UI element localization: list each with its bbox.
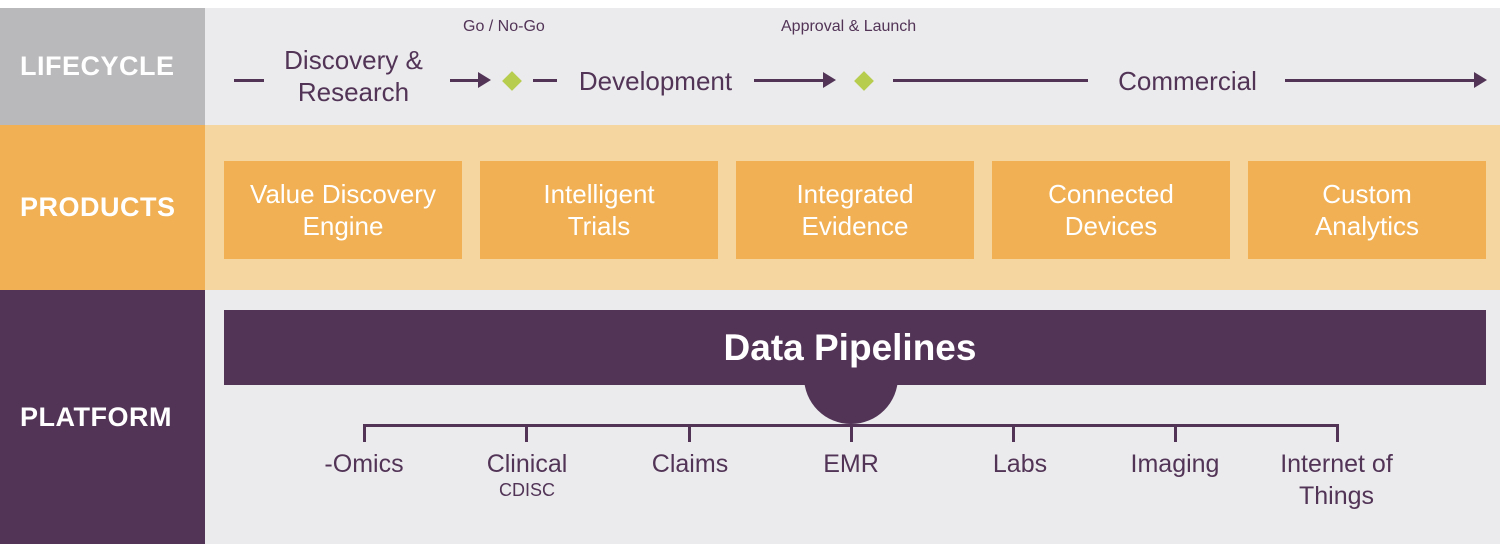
stage-discovery-line2: Research [297,77,410,107]
product-line2: Engine [302,211,384,241]
source-line1: Labs [992,450,1048,478]
source-line1: Imaging [1130,450,1220,478]
row-label-platform: PLATFORM [0,290,205,544]
product-line1: Integrated [796,179,914,209]
stage-development: Development [578,66,733,96]
row-label-lifecycle: LIFECYCLE [0,8,205,125]
source-tick [1336,426,1339,442]
product-line2: Evidence [801,211,909,241]
source-imaging: Imaging [1105,448,1245,480]
source-claims: Claims [620,448,760,480]
lifecycle-label: LIFECYCLE [20,51,175,81]
source-tick [688,426,691,442]
lifecycle-band [205,8,1500,125]
stage-discovery-research: Discovery & Research [266,44,441,108]
product-line1: Intelligent [543,179,655,209]
source-tick [1012,426,1015,442]
source-clinical: Clinical CDISC [457,448,597,500]
source-line1: Clinical [486,450,568,478]
arrow-right-icon [1474,72,1487,88]
product-line2: Analytics [1314,211,1420,241]
source-tick [525,426,528,442]
source-line1: Claims [651,450,729,478]
data-pipelines-bar: Data Pipelines [224,310,1486,385]
data-pipelines-title: Data Pipelines [723,326,977,368]
source-line1: EMR [823,450,879,478]
source-omics: -Omics [294,448,434,480]
timeline-segment [533,79,557,82]
source-line2: Things [1298,482,1375,510]
timeline-arrow-line [754,79,824,82]
product-line1: Custom [1322,179,1412,209]
source-line1: -Omics [324,450,404,478]
source-connector-line [363,424,1339,427]
product-line1: Value Discovery [250,179,436,209]
source-tick [1174,426,1177,442]
source-tick [363,426,366,442]
source-labs: Labs [950,448,1090,480]
milestone-approval-launch: Approval & Launch [781,18,917,35]
source-emr: EMR [781,448,921,480]
stage-discovery-line1: Discovery & [284,45,423,75]
row-label-products: PRODUCTS [0,125,205,290]
product-line2: Trials [567,211,631,241]
source-subline: CDISC [498,480,555,500]
arrow-right-icon [823,72,836,88]
arrow-right-icon [478,72,491,88]
product-line1: Connected [1048,179,1174,209]
source-internet-of-things: Internet of Things [1259,448,1414,512]
products-label: PRODUCTS [20,192,176,222]
timeline-segment [893,79,1088,82]
stage-commercial: Commercial [1118,66,1257,96]
timeline-arrow-line [450,79,480,82]
source-tick [850,426,853,442]
product-line2: Devices [1064,211,1158,241]
platform-label: PLATFORM [20,401,172,432]
timeline-segment [234,79,264,82]
timeline-arrow-line [1285,79,1475,82]
source-line1: Internet of [1280,450,1393,478]
milestone-go-no-go: Go / No-Go [463,18,545,35]
